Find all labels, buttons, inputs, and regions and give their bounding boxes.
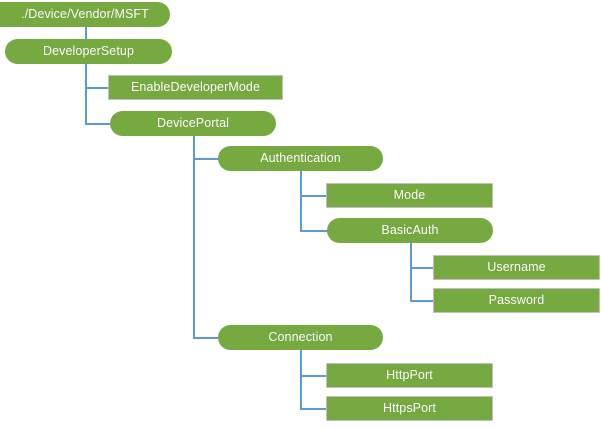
connector-developersetup-to-enabledevelopermode (85, 87, 109, 89)
connector-developersetup-to-deviceportal (85, 123, 111, 125)
connector-connection-to-httpsport (300, 408, 327, 410)
connector-basicauth-to-username (410, 267, 434, 269)
connector-authentication-to-basicauth (300, 230, 328, 232)
connector-deviceportal-trunk (193, 136, 195, 338)
connector-connection-to-httpport (300, 375, 327, 377)
node-httpport[interactable]: HttpPort (326, 363, 493, 388)
connector-basicauth-to-password (410, 300, 434, 302)
node-basicauth[interactable]: BasicAuth (327, 218, 493, 243)
node-connection[interactable]: Connection (218, 325, 383, 350)
connector-root-to-developersetup (85, 27, 87, 39)
connector-authentication-trunk (300, 171, 302, 231)
node-authentication[interactable]: Authentication (218, 146, 383, 171)
node-deviceportal[interactable]: DevicePortal (110, 111, 276, 136)
connector-basicauth-trunk (410, 243, 412, 301)
connector-authentication-to-mode (300, 195, 327, 197)
connector-developersetup-trunk (85, 64, 87, 124)
connector-deviceportal-to-authentication (193, 158, 219, 160)
connector-connection-trunk (300, 350, 302, 409)
node-username[interactable]: Username (433, 255, 600, 280)
node-developersetup[interactable]: DeveloperSetup (5, 39, 172, 64)
node-password[interactable]: Password (433, 288, 600, 313)
node-enabledevelopermode[interactable]: EnableDeveloperMode (108, 75, 283, 100)
node-httpsport[interactable]: HttpsPort (326, 396, 493, 421)
node-mode[interactable]: Mode (326, 183, 493, 208)
node-root[interactable]: ./Device/Vendor/MSFT (0, 2, 170, 27)
connector-deviceportal-to-connection (193, 337, 219, 339)
